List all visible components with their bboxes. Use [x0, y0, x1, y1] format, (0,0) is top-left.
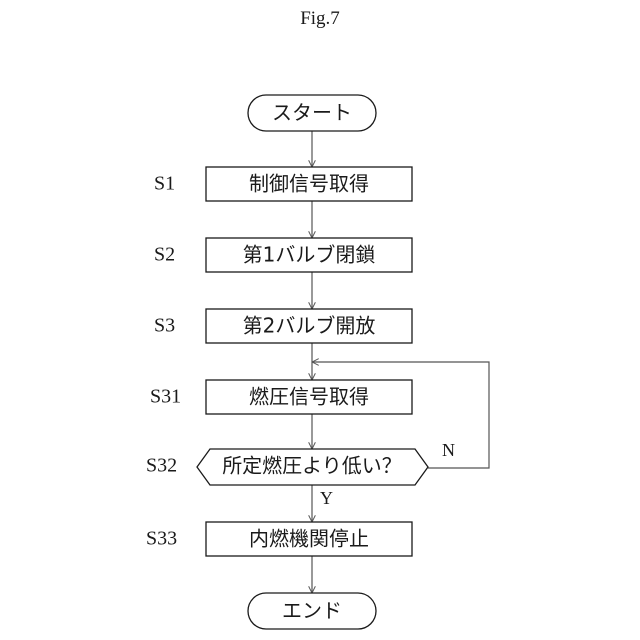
- decision-s32-text: 所定燃圧より低い？: [222, 454, 402, 478]
- step-label-s31: S31: [150, 386, 181, 408]
- process-box-s1-text: 制御信号取得: [249, 172, 369, 196]
- start-terminal-label: スタート: [272, 101, 352, 125]
- step-label-s1: S1: [154, 173, 175, 195]
- process-box-s31-text: 燃圧信号取得: [249, 385, 369, 409]
- step-label-s3: S3: [154, 315, 175, 337]
- decision-yes-label: Y: [320, 488, 333, 508]
- process-box-s2-text: 第1バルブ閉鎖: [243, 243, 376, 267]
- step-label-s32: S32: [146, 455, 177, 477]
- step-label-s33: S33: [146, 528, 177, 550]
- process-box-s33-text: 内燃機関停止: [249, 527, 369, 551]
- end-terminal-label: エンド: [282, 599, 342, 623]
- process-box-s3-text: 第2バルブ開放: [243, 314, 376, 338]
- step-label-s2: S2: [154, 244, 175, 266]
- decision-no-label: N: [442, 440, 455, 460]
